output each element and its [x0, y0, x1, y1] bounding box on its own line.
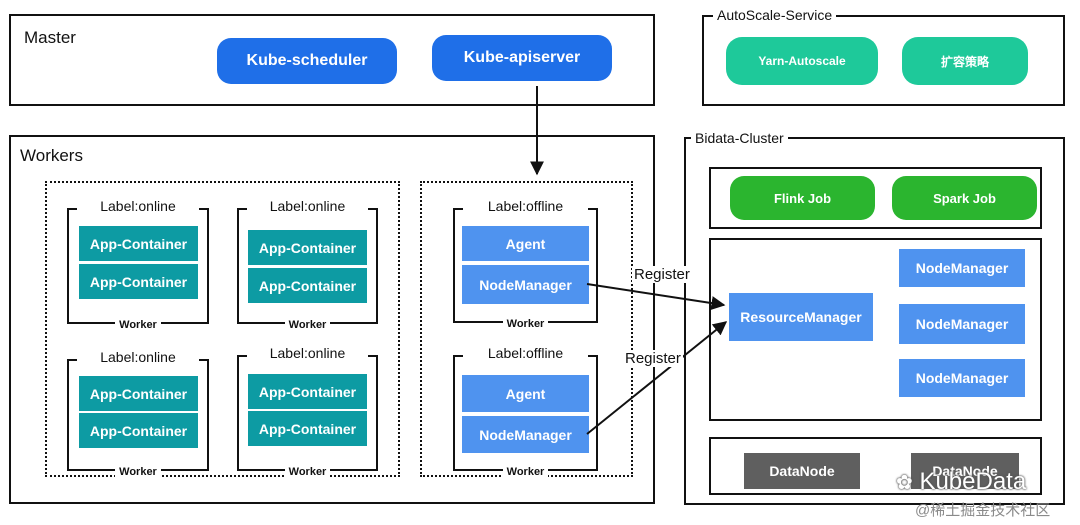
watermark-brand: ✿ KubeData	[896, 468, 1027, 495]
master-panel	[9, 14, 655, 106]
worker-footer: Worker	[284, 319, 331, 331]
app-container: App-Container	[248, 411, 367, 446]
worker-footer: Worker	[284, 466, 331, 478]
worker-label: Label:offline	[487, 345, 564, 361]
app-container: App-Container	[79, 413, 198, 448]
online-worker-node: Label:online App-Container App-Container…	[237, 198, 378, 331]
kube-apiserver-node: Kube-apiserver	[432, 35, 612, 81]
bigdata-cluster-panel	[684, 137, 1065, 505]
workers-title: Workers	[20, 146, 83, 165]
autoscale-title: AutoScale-Service	[713, 7, 837, 23]
master-title: Master	[24, 28, 76, 47]
node-manager-node: NodeManager	[899, 359, 1025, 397]
jobs-box	[709, 167, 1042, 229]
yarn-autoscale-node: Yarn-Autoscale	[726, 37, 878, 85]
resource-manager-node: ResourceManager	[729, 293, 873, 341]
online-workers-group	[45, 181, 400, 477]
app-container: App-Container	[79, 226, 198, 261]
datanode-node: DataNode	[911, 453, 1019, 489]
worker-label: Label:online	[100, 349, 176, 365]
node-manager-node: NodeManager	[899, 249, 1025, 287]
node-manager-node: NodeManager	[899, 304, 1025, 344]
hdfs-box	[709, 437, 1042, 495]
nodemanager-node: NodeManager	[462, 265, 589, 304]
app-container: App-Container	[79, 264, 198, 299]
agent-node: Agent	[462, 375, 589, 412]
worker-label: Label:online	[269, 345, 346, 361]
app-container: App-Container	[248, 374, 367, 409]
worker-footer: Worker	[502, 318, 549, 330]
worker-label: Label:online	[100, 198, 176, 214]
worker-label: Label:offline	[487, 198, 564, 214]
offline-worker-node: Label:offline Agent NodeManager Worker	[453, 198, 598, 330]
worker-label: Label:online	[269, 198, 346, 214]
online-worker-node: Label:online App-Container App-Container…	[67, 198, 209, 331]
watermark-brand-text: KubeData	[919, 468, 1027, 495]
online-worker-node: Label:online App-Container App-Container…	[67, 349, 209, 478]
kube-scheduler-node: Kube-scheduler	[217, 38, 397, 84]
app-container: App-Container	[248, 230, 367, 265]
worker-footer: Worker	[502, 466, 549, 478]
bigdata-cluster-title: Bidata-Cluster	[691, 130, 788, 146]
flink-job-node: Flink Job	[730, 176, 875, 220]
workers-panel	[9, 135, 655, 504]
app-container: App-Container	[248, 268, 367, 303]
worker-footer: Worker	[115, 319, 161, 331]
worker-footer: Worker	[115, 466, 161, 478]
register-label: Register	[632, 266, 692, 283]
online-worker-node: Label:online App-Container App-Container…	[237, 345, 378, 478]
scaling-policy-node: 扩容策略	[902, 37, 1028, 85]
app-container: App-Container	[79, 376, 198, 411]
spark-job-node: Spark Job	[892, 176, 1037, 220]
agent-node: Agent	[462, 226, 589, 261]
datanode-node: DataNode	[744, 453, 860, 489]
register-label: Register	[623, 350, 683, 367]
autoscale-panel	[702, 15, 1065, 106]
nodemanager-node: NodeManager	[462, 416, 589, 453]
watermark-sub: @稀土掘金技术社区	[915, 502, 1051, 519]
offline-worker-node: Label:offline Agent NodeManager Worker	[453, 345, 598, 478]
